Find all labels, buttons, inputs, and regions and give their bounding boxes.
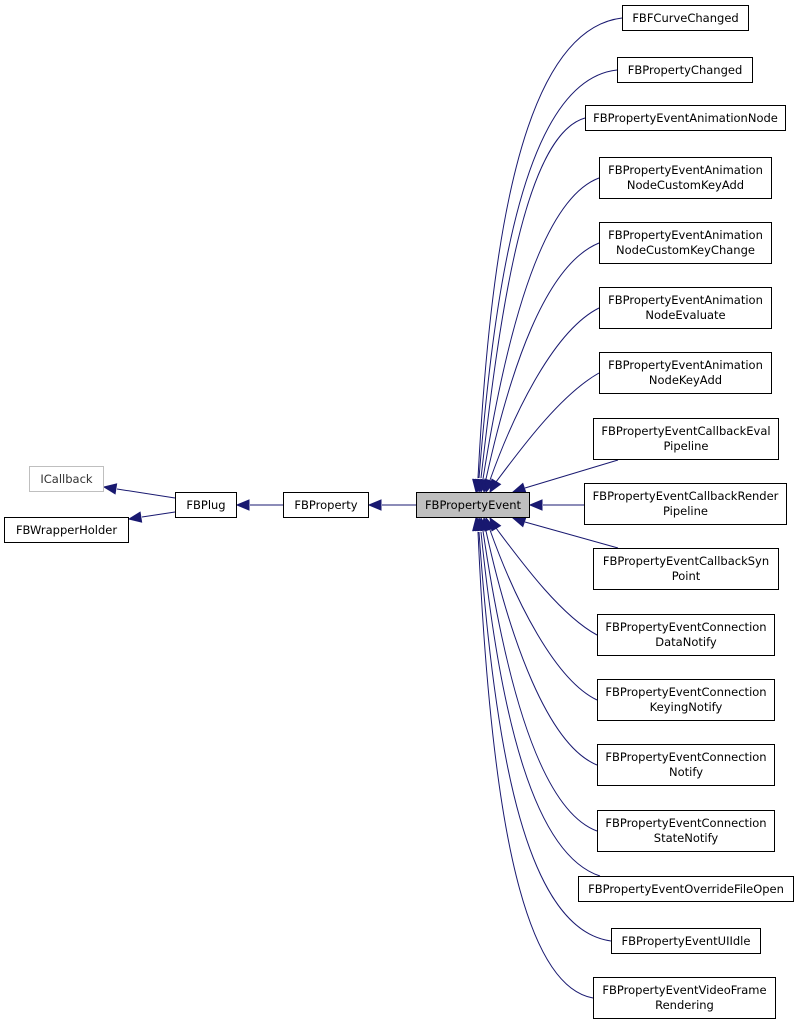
node-label-line1: FBPropertyEventVideoFrame [602,983,767,997]
node-label-line1: FBPropertyEventCallbackEval [601,424,771,438]
node-label-line1: FBPropertyEventCallbackSyn [602,554,770,568]
edge-connection-notify [485,530,598,766]
node-label-line2: KeyingNotify [649,700,723,714]
edge-videoframe [477,531,594,999]
edge-nodeevaluate [489,307,600,481]
node-label: FBWrapperHolder [15,522,118,537]
node-videoframe-rendering[interactable]: FBPropertyEventVideoFrame Rendering [593,977,776,1019]
arrowhead-fbwrapperholder [127,511,143,523]
node-animation-nodecustomkeychange[interactable]: FBPropertyEventAnimation NodeCustomKeyCh… [599,222,772,264]
node-callbacksyn-point[interactable]: FBPropertyEventCallbackSyn Point [593,548,779,590]
edge-nodecustomkeyadd [482,177,600,480]
node-animation-nodeevaluate[interactable]: FBPropertyEventAnimation NodeEvaluate [599,287,772,329]
node-connection-statenotify[interactable]: FBPropertyEventConnection StateNotify [597,810,775,852]
node-connection-notify[interactable]: FBPropertyEventConnection Notify [597,744,775,786]
edge-callbacksyn [524,521,619,549]
arrowhead-fbproperty [367,499,382,511]
node-label-line2: StateNotify [653,831,719,845]
edge-connection-datanotify [495,527,598,636]
node-label-line1: FBPropertyEventConnection [605,816,767,830]
edge-uiidle [478,531,612,942]
node-label-line1: FBPropertyEventConnection [605,750,767,764]
node-callbackrender-pipeline[interactable]: FBPropertyEventCallbackRender Pipeline [584,483,787,525]
node-label: ICallback [40,471,93,486]
node-fbpropertyeventanimationnode[interactable]: FBPropertyEventAnimationNode [585,105,786,131]
node-label: FBProperty [294,497,358,512]
node-label-line2: Notify [669,765,703,779]
node-animation-nodekeyadd[interactable]: FBPropertyEventAnimation NodeKeyAdd [599,352,772,394]
node-label: FBPropertyEventOverrideFileOpen [588,881,784,896]
node-label-line1: FBPropertyEventAnimation [608,163,763,177]
node-label-line2: NodeKeyAdd [648,373,723,387]
node-label: FBPropertyEventUIIdle [621,933,751,948]
node-label-line2: Point [671,569,701,583]
node-connection-datanotify[interactable]: FBPropertyEventConnection DataNotify [597,614,775,656]
node-fbplug[interactable]: FBPlug [175,492,237,518]
node-fbproperty[interactable]: FBProperty [283,492,369,518]
edge-animationnode [480,117,586,479]
arrowhead-icallback [102,483,118,495]
node-animation-nodecustomkeyadd[interactable]: FBPropertyEventAnimation NodeCustomKeyAd… [599,157,772,199]
arrowhead-videoframe [472,516,484,532]
arrowhead-callbacksyn [511,516,527,528]
arrowhead-fbplug [235,499,250,511]
node-overridefileopen[interactable]: FBPropertyEventOverrideFileOpen [578,876,794,902]
arrowhead-callbackrender [528,499,543,511]
arrowhead-nodekeyadd [489,478,502,494]
edge-overridefileopen [480,531,601,877]
edge-nodecustomkeychange [485,242,600,480]
node-fbfcurvechanged[interactable]: FBFCurveChanged [622,5,749,31]
edge-fbplug-to-icallback [116,488,176,499]
node-label: FBFCurveChanged [632,10,739,25]
node-label-line2: Pipeline [662,504,708,518]
node-label-line1: FBPropertyEventConnection [605,685,767,699]
node-uiidle[interactable]: FBPropertyEventUIIdle [611,928,761,954]
node-fbwrapperholder[interactable]: FBWrapperHolder [4,517,129,543]
node-label-line2: Pipeline [663,439,709,453]
edge-nodekeyadd [495,372,600,483]
node-label-line1: FBPropertyEventAnimation [608,228,763,242]
node-label-line2: NodeCustomKeyAdd [626,178,745,192]
node-label: FBPropertyEventAnimationNode [593,110,778,125]
edge-fbfcurvechanged [477,17,623,479]
node-label-line2: NodeCustomKeyChange [616,243,755,257]
node-label-line1: FBPropertyEventAnimation [608,358,763,372]
node-callbackeval-pipeline[interactable]: FBPropertyEventCallbackEval Pipeline [593,418,779,460]
node-label-line1: FBPropertyEventConnection [605,620,767,634]
node-label: FBPropertyEvent [424,497,522,512]
node-label: FBPlug [186,497,226,512]
edge-connection-statenotify [482,530,598,832]
edge-fbplug-to-fbwrapperholder [141,511,176,518]
node-label-line2: NodeEvaluate [645,308,726,322]
node-label-line2: Rendering [655,998,714,1012]
edge-connection-keyingnotify [489,529,598,701]
node-fbpropertychanged[interactable]: FBPropertyChanged [617,57,753,83]
node-icallback: ICallback [29,466,104,492]
node-fbpropertyevent: FBPropertyEvent [416,492,530,518]
node-label-line1: FBPropertyEventCallbackRender [592,489,779,503]
node-label-line2: DataNotify [655,635,717,649]
edge-callbackeval [524,459,619,489]
edge-fbpropertychanged [478,69,618,479]
node-label: FBPropertyChanged [627,62,743,77]
node-connection-keyingnotify[interactable]: FBPropertyEventConnection KeyingNotify [597,679,775,721]
node-label-line1: FBPropertyEventAnimation [608,293,763,307]
